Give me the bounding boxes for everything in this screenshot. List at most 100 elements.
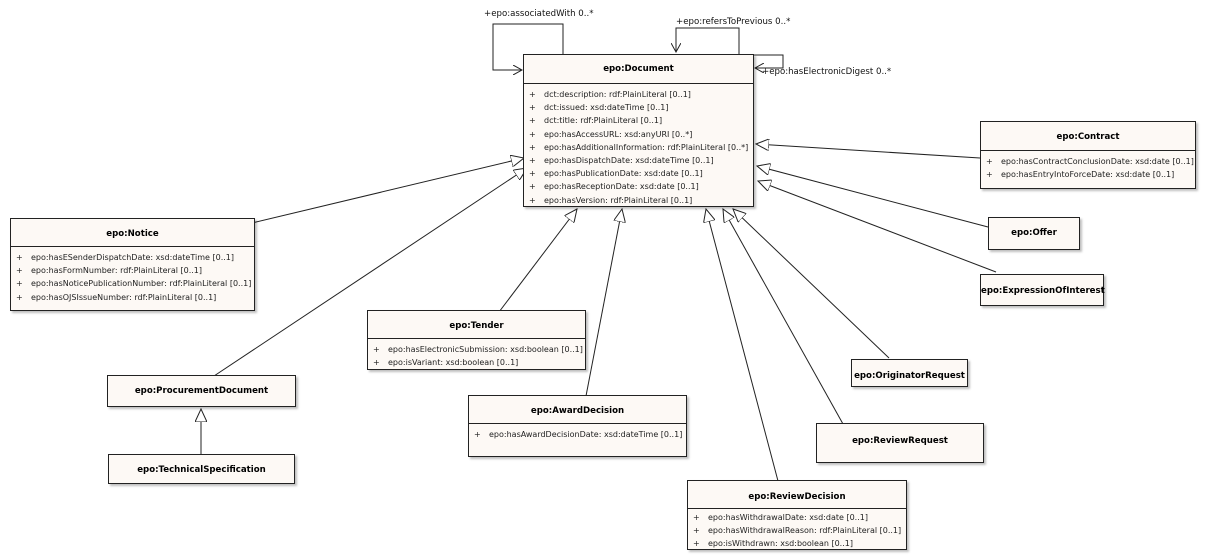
public-visibility-icon: + bbox=[529, 129, 536, 139]
attribute-row: + epo:hasPublicationDate: xsd:date [0..1] bbox=[524, 167, 753, 180]
generalization-offer bbox=[757, 166, 989, 228]
class-review-request[interactable]: epo:ReviewRequest bbox=[816, 423, 984, 463]
class-procurement-document[interactable]: epo:ProcurementDocument bbox=[107, 375, 296, 407]
public-visibility-icon: + bbox=[529, 195, 536, 205]
public-visibility-icon: + bbox=[373, 358, 380, 368]
attribute-row: + epo:hasContractConclusionDate: xsd:date… bbox=[981, 155, 1195, 168]
public-visibility-icon: + bbox=[693, 526, 700, 536]
class-award-decision[interactable]: epo:AwardDecision + epo:hasAwardDecisionD… bbox=[468, 395, 687, 457]
public-visibility-icon: + bbox=[529, 142, 536, 152]
generalization-expression-of-interest bbox=[758, 181, 997, 273]
attribute-text: epo:hasAdditionalInformation: rdf:PlainL… bbox=[544, 142, 749, 152]
attribute-text: epo:hasContractConclusionDate: xsd:date … bbox=[1001, 157, 1194, 166]
association-associatedWith: +epo:associatedWith 0..* bbox=[484, 9, 594, 70]
public-visibility-icon: + bbox=[986, 170, 993, 180]
generalization-notice bbox=[251, 158, 524, 224]
attribute-row: + epo:isWithdrawn: xsd:boolean [0..1] bbox=[688, 537, 906, 550]
class-tender-attributes: + epo:hasElectronicSubmission: xsd:boolea… bbox=[368, 338, 585, 369]
public-visibility-icon: + bbox=[16, 292, 23, 302]
attribute-text: epo:isVariant: xsd:boolean [0..1] bbox=[388, 358, 519, 368]
attribute-text: epo:hasAccessURL: xsd:anyURI [0..*] bbox=[544, 129, 693, 139]
generalization-award-decision bbox=[585, 209, 622, 397]
class-originator-request-title: epo:OriginatorRequest bbox=[854, 371, 965, 381]
attribute-text: epo:hasElectronicSubmission: xsd:boolean… bbox=[388, 345, 583, 354]
attribute-text: epo:hasFormNumber: rdf:PlainLiteral [0..… bbox=[31, 266, 203, 276]
attribute-row: +dct:issued: xsd:dateTime [0..1] bbox=[524, 101, 753, 114]
class-review-decision[interactable]: epo:ReviewDecision +epo:hasWithdrawalDat… bbox=[687, 480, 907, 550]
class-contract-attributes: + epo:hasContractConclusionDate: xsd:date… bbox=[981, 150, 1195, 181]
class-document-attributes: +dct:description: rdf:PlainLiteral [0..1… bbox=[524, 83, 753, 207]
attribute-row: +epo:hasOJSIssueNumber: rdf:PlainLiteral… bbox=[11, 291, 254, 304]
class-contract[interactable]: epo:Contract + epo:hasContractConclusionD… bbox=[980, 121, 1196, 189]
attribute-row: +epo:hasWithdrawalDate: xsd:date [0..1] bbox=[688, 511, 906, 524]
generalization-review-decision bbox=[706, 209, 779, 482]
association-refersToPrevious-label: +epo:refersToPrevious 0..* bbox=[676, 17, 791, 27]
public-visibility-icon: + bbox=[474, 430, 481, 439]
attribute-text: epo:hasEntryIntoForceDate: xsd:date [0..… bbox=[1001, 170, 1175, 180]
attribute-row: + epo:hasElectronicSubmission: xsd:boolea… bbox=[368, 343, 585, 356]
class-award-decision-title: epo:AwardDecision bbox=[530, 406, 625, 416]
attribute-text: epo:hasReceptionDate: xsd:date [0..1] bbox=[544, 182, 699, 192]
attribute-row: + epo:hasAdditionalInformation: rdf:Plain… bbox=[524, 141, 753, 154]
class-originator-request[interactable]: epo:OriginatorRequest bbox=[851, 359, 968, 387]
generalization-procurement-document bbox=[213, 168, 527, 377]
public-visibility-icon: + bbox=[529, 169, 536, 179]
attribute-text: epo:hasWithdrawalReason: rdf:PlainLitera… bbox=[708, 526, 902, 536]
attribute-text: epo:hasNoticePublicationNumber: rdf:Plai… bbox=[31, 279, 252, 289]
class-offer-title: epo:Offer bbox=[1011, 228, 1057, 238]
association-associatedWith-label: +epo:associatedWith 0..* bbox=[484, 9, 594, 19]
attribute-row: + dct:title: rdf:PlainLiteral [0..1] bbox=[524, 114, 753, 127]
generalization-review-request bbox=[723, 209, 844, 425]
attribute-row: + epo:hasAwardDecisionDate: xsd:dateTime … bbox=[469, 428, 686, 441]
public-visibility-icon: + bbox=[529, 90, 536, 99]
association-hasElectronicDigest: +epo:hasElectronicDigest 0..* bbox=[752, 54, 892, 77]
class-offer[interactable]: epo:Offer bbox=[988, 217, 1080, 250]
class-procurement-document-title: epo:ProcurementDocument bbox=[134, 386, 269, 396]
attribute-row: +epo:hasDispatchDate: xsd:dateTime [0..1… bbox=[524, 154, 753, 167]
attribute-text: epo:hasESenderDispatchDate: xsd:dateTime… bbox=[31, 253, 234, 262]
attribute-row: + epo:hasVersion: rdf:PlainLiteral [0..1] bbox=[524, 194, 753, 207]
public-visibility-icon: + bbox=[529, 182, 536, 192]
public-visibility-icon: + bbox=[529, 116, 536, 126]
class-document-title: epo:Document bbox=[603, 64, 674, 74]
generalization-contract bbox=[756, 144, 981, 159]
class-review-request-title: epo:ReviewRequest bbox=[852, 436, 948, 446]
class-notice[interactable]: epo:Notice + epo:hasESenderDispatchDate: … bbox=[10, 218, 255, 311]
class-expression-of-interest[interactable]: epo:ExpressionOfInterest bbox=[980, 274, 1105, 306]
attribute-text: epo:hasDispatchDate: xsd:dateTime [0..1] bbox=[544, 156, 714, 166]
public-visibility-icon: + bbox=[16, 253, 23, 262]
attribute-row: + epo:hasESenderDispatchDate: xsd:dateTim… bbox=[11, 251, 254, 264]
class-notice-attributes: + epo:hasESenderDispatchDate: xsd:dateTim… bbox=[11, 246, 254, 304]
class-technical-specification[interactable]: epo:TechnicalSpecification bbox=[108, 454, 295, 484]
public-visibility-icon: + bbox=[16, 266, 23, 276]
generalization-tender bbox=[498, 209, 577, 313]
attribute-row: + epo:hasReceptionDate: xsd:date [0..1] bbox=[524, 180, 753, 193]
attribute-text: epo:hasVersion: rdf:PlainLiteral [0..1] bbox=[544, 195, 693, 205]
generalization-originator-request bbox=[733, 209, 890, 359]
public-visibility-icon: + bbox=[986, 157, 993, 166]
class-tender[interactable]: epo:Tender + epo:hasElectronicSubmission:… bbox=[367, 310, 586, 370]
attribute-row: + epo:hasWithdrawalReason: rdf:PlainLiter… bbox=[688, 524, 906, 537]
association-hasElectronicDigest-label: +epo:hasElectronicDigest 0..* bbox=[762, 67, 892, 77]
attribute-text: epo:hasAwardDecisionDate: xsd:dateTime [… bbox=[489, 430, 683, 439]
public-visibility-icon: + bbox=[16, 279, 23, 289]
class-tender-title: epo:Tender bbox=[449, 321, 504, 331]
public-visibility-icon: + bbox=[693, 539, 700, 549]
attribute-row: + epo:hasFormNumber: rdf:PlainLiteral [0.… bbox=[11, 264, 254, 277]
attribute-row: + epo:isVariant: xsd:boolean [0..1] bbox=[368, 356, 585, 369]
attribute-text: epo:isWithdrawn: xsd:boolean [0..1] bbox=[708, 539, 853, 549]
attribute-row: + epo:hasAccessURL: xsd:anyURI [0..*] bbox=[524, 128, 753, 141]
class-notice-title: epo:Notice bbox=[106, 229, 159, 239]
attribute-text: epo:hasPublicationDate: xsd:date [0..1] bbox=[544, 169, 703, 179]
class-document[interactable]: epo:Document +dct:description: rdf:Plain… bbox=[523, 54, 754, 207]
class-review-decision-title: epo:ReviewDecision bbox=[748, 492, 846, 502]
class-review-decision-attributes: +epo:hasWithdrawalDate: xsd:date [0..1]+… bbox=[688, 508, 906, 551]
public-visibility-icon: + bbox=[373, 345, 380, 354]
public-visibility-icon: + bbox=[693, 513, 700, 522]
class-expression-of-interest-title: epo:ExpressionOfInterest bbox=[981, 286, 1105, 296]
class-award-decision-attributes: + epo:hasAwardDecisionDate: xsd:dateTime … bbox=[469, 423, 686, 441]
attribute-text: dct:title: rdf:PlainLiteral [0..1] bbox=[544, 116, 663, 126]
class-contract-title: epo:Contract bbox=[1056, 132, 1120, 142]
association-refersToPrevious: +epo:refersToPrevious 0..* bbox=[676, 17, 791, 54]
